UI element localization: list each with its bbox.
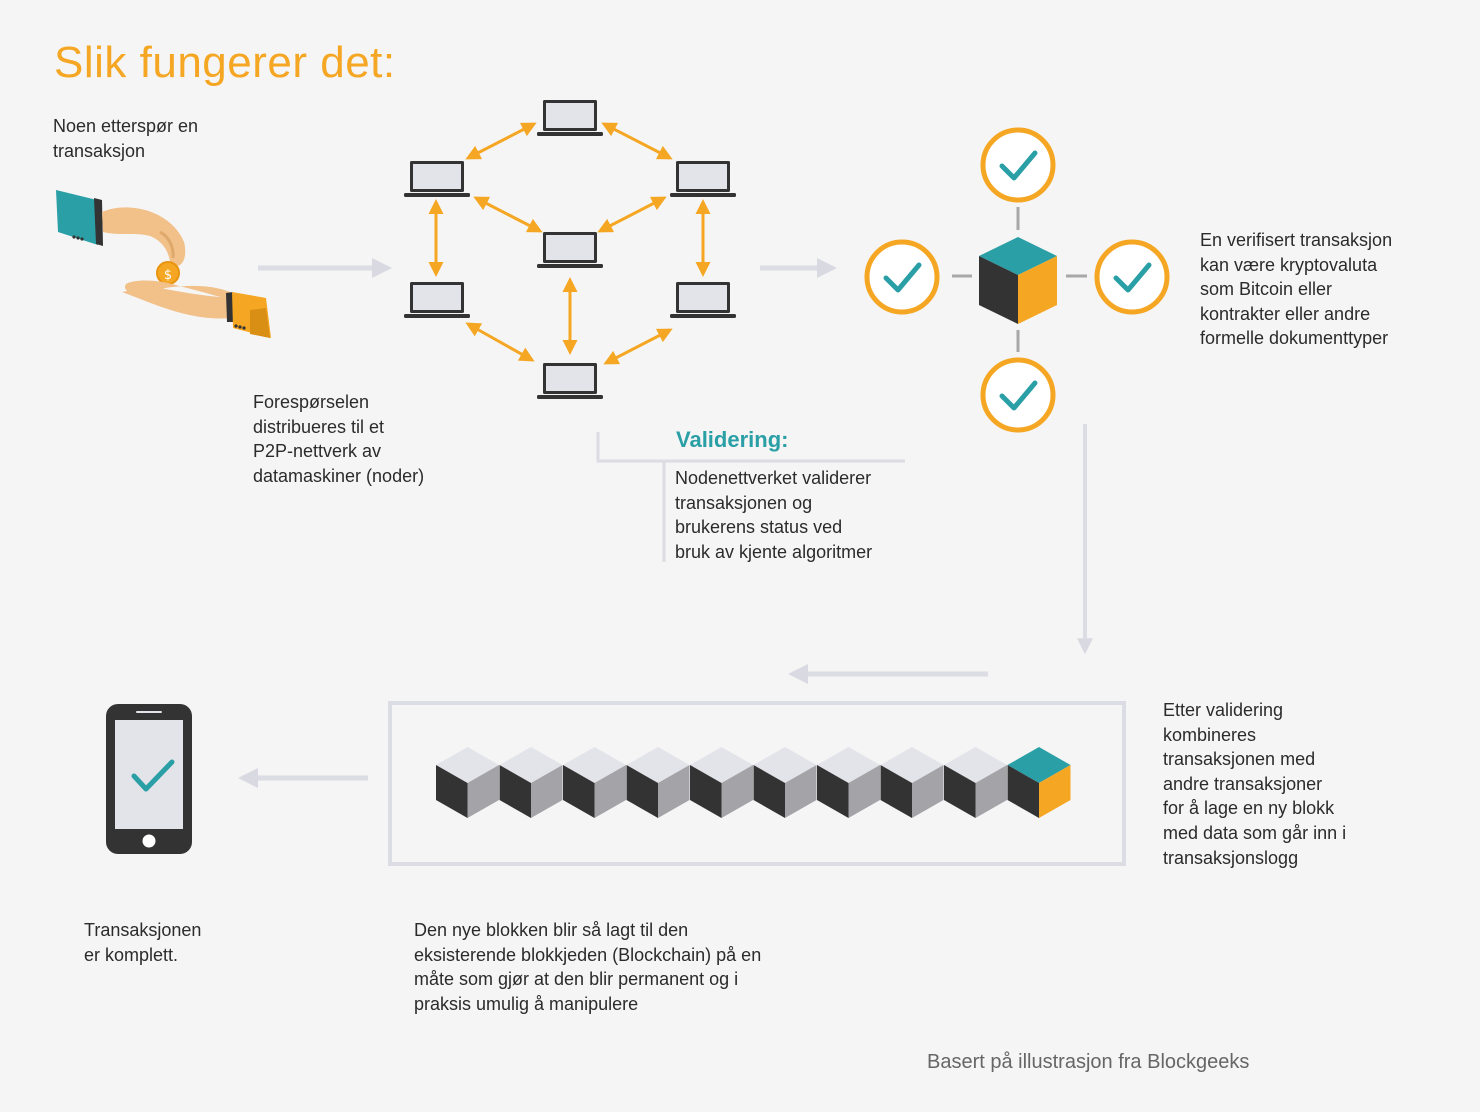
verified-text: En verifisert transaksjon kan være krypt… — [1200, 230, 1393, 349]
page-title: Slik fungerer det: — [54, 38, 396, 87]
block-cube — [753, 747, 817, 818]
check-circle-icon — [983, 360, 1053, 430]
complete-text: Transaksjonen er komplett. — [84, 920, 202, 965]
smartphone-check-icon — [106, 704, 192, 854]
check-circle-icon — [867, 242, 937, 312]
p2p-network — [404, 100, 736, 399]
hands-coin-icon: $ — [56, 190, 271, 338]
credit-text: Basert på illustrasjon fra Blockgeeks — [927, 1051, 1250, 1073]
laptop-node-icon — [670, 161, 736, 197]
block-cube — [880, 747, 944, 818]
blockchain-frame — [388, 701, 1126, 866]
combine-text: Etter validering kombineres transaksjone… — [1163, 700, 1347, 868]
verification-cluster — [867, 130, 1167, 430]
block-cube — [817, 747, 880, 818]
block-cube — [499, 747, 563, 818]
step-distribute-text: Forespørselen distribueres til et P2P-ne… — [253, 392, 425, 486]
laptop-node-icon — [537, 363, 603, 399]
step-request-text: Noen etterspør en transaksjon — [53, 116, 199, 161]
laptop-node-icon — [537, 100, 603, 136]
check-circle-icon — [1097, 242, 1167, 312]
validation-heading: Validering: — [676, 427, 789, 452]
block-cube — [626, 747, 690, 818]
block-cube — [690, 747, 753, 818]
block-cube — [436, 747, 499, 818]
block-cube — [563, 747, 626, 818]
laptop-node-icon — [670, 282, 736, 318]
svg-text:$: $ — [164, 268, 172, 283]
laptop-node-icon — [404, 282, 470, 318]
cube-icon — [979, 237, 1057, 324]
validation-bracket — [596, 432, 905, 463]
validation-text: Nodenettverket validerer transaksjonen o… — [675, 468, 873, 562]
laptop-node-icon — [537, 232, 603, 268]
chain-text: Den nye blokken blir så lagt til den eks… — [414, 920, 762, 1014]
new-block-cube — [1007, 747, 1071, 818]
laptop-node-icon — [404, 161, 470, 197]
check-circle-icon — [983, 130, 1053, 200]
block-cube — [944, 747, 1007, 818]
blockchain — [436, 747, 1071, 818]
